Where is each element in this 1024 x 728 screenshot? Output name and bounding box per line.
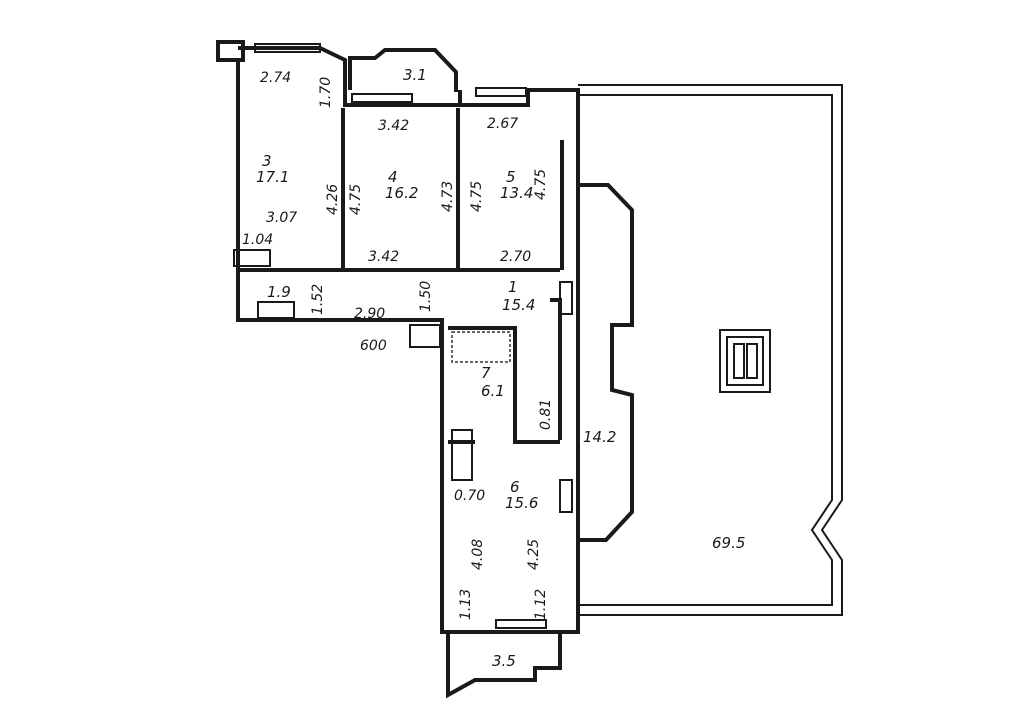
dim: 1.12 [533, 589, 549, 620]
sink [233, 249, 271, 267]
balcony-top-area: 3.1 [403, 66, 427, 84]
dim: 4.75 [348, 184, 364, 215]
terrace-vent [719, 329, 771, 393]
dim: 3.42 [368, 249, 399, 265]
shaft [409, 324, 441, 348]
dim: 600 [360, 338, 387, 354]
room-1-number: 1 [508, 278, 518, 296]
loggia-outline [578, 183, 634, 542]
room-3-number: 3 [262, 152, 272, 170]
dim: 1.13 [458, 589, 474, 620]
bath-fixture [257, 301, 295, 319]
dim: 4.08 [470, 539, 486, 570]
room-1-area: 15.4 [502, 296, 535, 314]
room-6-area: 15.6 [505, 494, 538, 512]
column [216, 40, 245, 62]
terrace-area: 69.5 [712, 534, 745, 552]
room-5-area: 13.4 [500, 184, 533, 202]
dim: 4.75 [469, 181, 485, 212]
balcony-bottom-area: 3.5 [492, 652, 516, 670]
dim: 3.07 [266, 210, 297, 226]
fridge [451, 429, 473, 481]
dim: 1.52 [310, 284, 326, 315]
room-6-number: 6 [510, 478, 520, 496]
dim: 4.73 [440, 181, 456, 212]
room-7-number: 7 [481, 364, 491, 382]
dim: 1.04 [242, 232, 273, 248]
dim: 0.81 [538, 399, 554, 430]
bottom-balcony [446, 632, 562, 699]
dim: 3.42 [378, 118, 409, 134]
terrace-outline [578, 84, 843, 616]
windows [254, 43, 573, 629]
bathroom-area: 1.9 [267, 283, 291, 301]
dim: 2.74 [260, 70, 291, 86]
dim: 1.70 [318, 77, 334, 108]
dim: 4.75 [533, 169, 549, 200]
room-7-area: 6.1 [481, 382, 505, 400]
dim: 0.70 [454, 488, 485, 504]
dim: 1.50 [418, 281, 434, 312]
top-balcony [348, 48, 458, 92]
bathtub [451, 331, 511, 363]
room-5-number: 5 [506, 168, 516, 186]
room-4-area: 16.2 [385, 184, 418, 202]
room-4-number: 4 [388, 168, 398, 186]
dim: 2.90 [354, 306, 385, 322]
dim: 2.70 [500, 249, 531, 265]
dim: 4.26 [325, 184, 341, 215]
outer-walls [236, 46, 580, 634]
dim: 4.25 [526, 539, 542, 570]
loggia-area: 14.2 [583, 428, 616, 446]
dim: 2.67 [487, 116, 518, 132]
room-3-area: 17.1 [256, 168, 289, 186]
